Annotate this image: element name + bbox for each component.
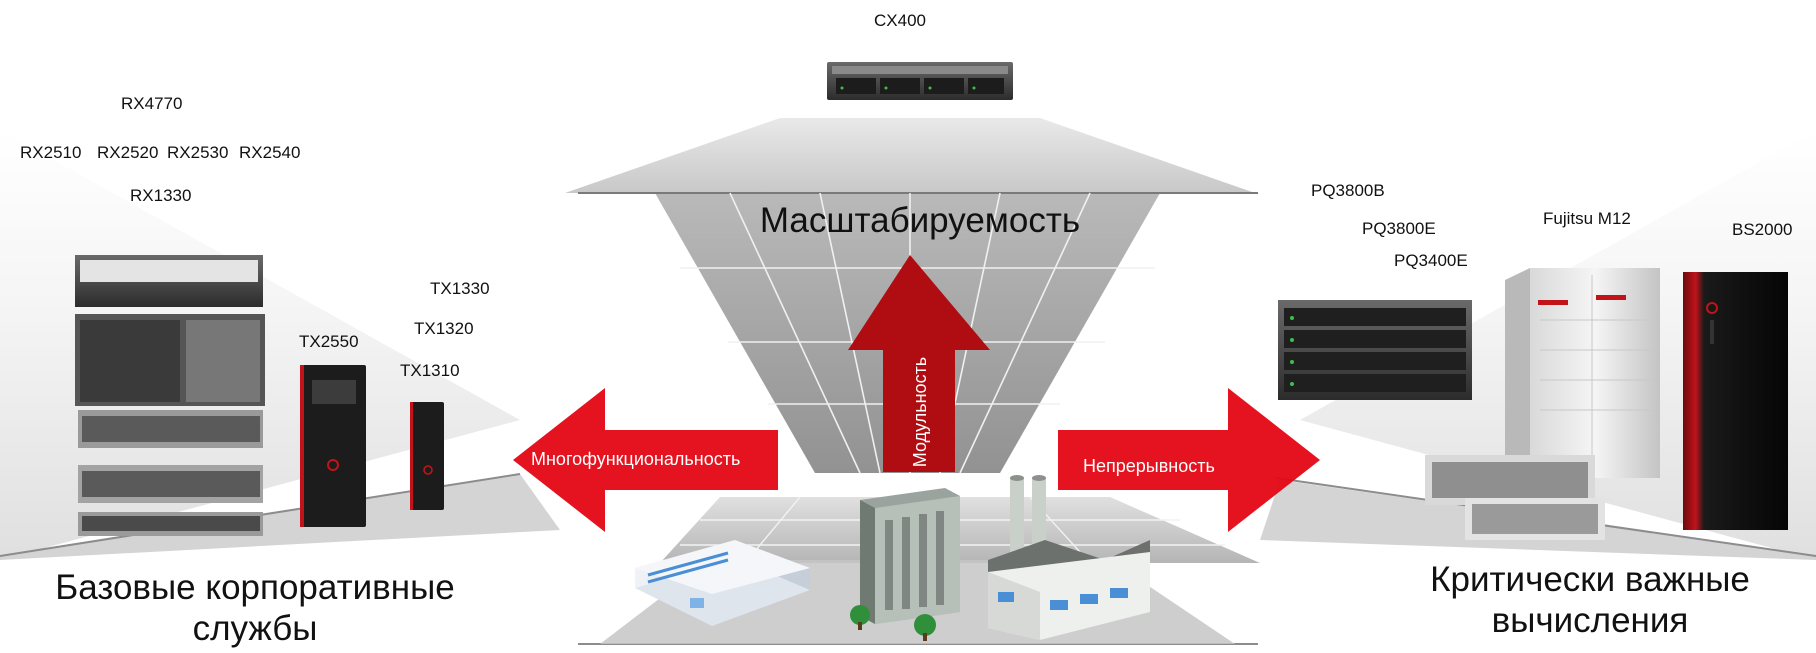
model-label-tx1320: TX1320 — [414, 319, 474, 338]
arrow-multifunctionality — [513, 388, 778, 532]
model-label-tx2550: TX2550 — [299, 332, 359, 351]
model-label-rx2520: RX2520 — [97, 143, 159, 162]
model-label-tx1330: TX1330 — [430, 279, 490, 298]
caption-core-enterprise: Базовые корпоративные службы — [10, 567, 500, 650]
arrow-continuity — [1058, 388, 1320, 532]
arrow-label-continuity: Непрерывность — [1083, 456, 1215, 476]
model-label-rx1330: RX1330 — [130, 186, 192, 205]
arrow-label-modularity: Модульность — [910, 356, 930, 468]
model-label-pq3800e: PQ3800E — [1362, 219, 1436, 238]
model-label-pq3400e: PQ3400E — [1394, 251, 1468, 270]
model-label-tx1310: TX1310 — [400, 361, 460, 380]
arrow-modularity — [848, 255, 990, 472]
model-label-rx2540: RX2540 — [239, 143, 301, 162]
primequest-server-image — [1278, 300, 1472, 400]
rack-servers-stack — [75, 255, 265, 536]
office-tower — [850, 488, 960, 641]
bs2000-mainframe-image — [1683, 272, 1788, 530]
factory — [988, 475, 1150, 640]
caption-critical-line1: Критически важные — [1430, 560, 1750, 599]
model-label-fujitsu-m12: Fujitsu M12 — [1543, 209, 1631, 228]
caption-core-line1: Базовые корпоративные — [55, 568, 455, 607]
model-label-rx4770: RX4770 — [121, 94, 183, 113]
caption-mission-critical: Критически важные вычисления — [1365, 559, 1815, 642]
caption-critical-line2: вычисления — [1491, 601, 1689, 641]
scalability-title: Масштабируемость — [759, 201, 1081, 240]
cx400-server-image — [827, 62, 1013, 100]
tower-server-tx1310 — [410, 402, 444, 510]
office-building-left — [635, 540, 810, 626]
arrow-label-multifunctionality: Многофункциональность — [531, 449, 741, 469]
model-label-rx2530: RX2530 — [167, 143, 229, 162]
model-label-pq3800b: PQ3800B — [1311, 181, 1385, 200]
model-label-rx2510: RX2510 — [20, 143, 82, 162]
caption-core-line2: службы — [192, 609, 318, 649]
tower-server-tx2550 — [300, 365, 366, 527]
model-label-bs2000: BS2000 — [1732, 220, 1793, 239]
model-label-cx400: CX400 — [874, 11, 926, 30]
fujitsu-m12-server-image — [1425, 268, 1660, 540]
